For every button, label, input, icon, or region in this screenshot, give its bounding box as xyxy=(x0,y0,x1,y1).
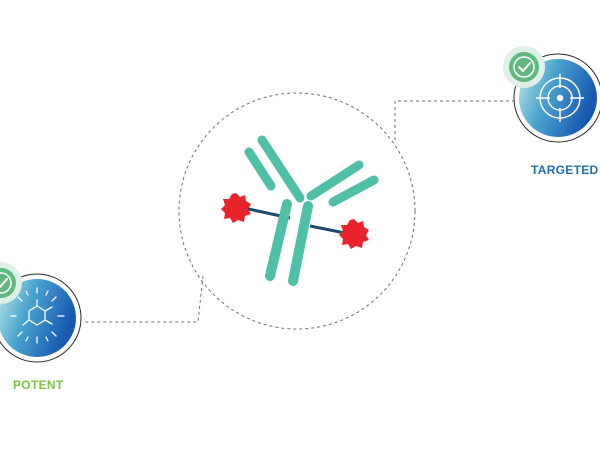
crosshair-target-icon xyxy=(536,74,584,122)
targeted-node xyxy=(503,46,600,143)
potent-check-badge xyxy=(0,262,22,304)
potent-label: POTENT xyxy=(13,378,64,392)
molecule-burst-icon xyxy=(10,287,65,344)
antibody-drug-conjugate-icon xyxy=(221,135,379,286)
central-dashed-circle xyxy=(178,92,416,330)
connector-line-targeted xyxy=(394,100,514,140)
checkmark-icon xyxy=(513,56,535,78)
payload-left xyxy=(221,193,251,223)
connector-line-potent xyxy=(82,275,204,323)
potent-node xyxy=(0,262,82,363)
payload-right xyxy=(339,219,369,249)
targeted-check-badge xyxy=(503,46,545,88)
targeted-label: TARGETED xyxy=(531,163,599,177)
checkmark-icon xyxy=(0,272,12,294)
antibody-shape xyxy=(244,135,379,286)
